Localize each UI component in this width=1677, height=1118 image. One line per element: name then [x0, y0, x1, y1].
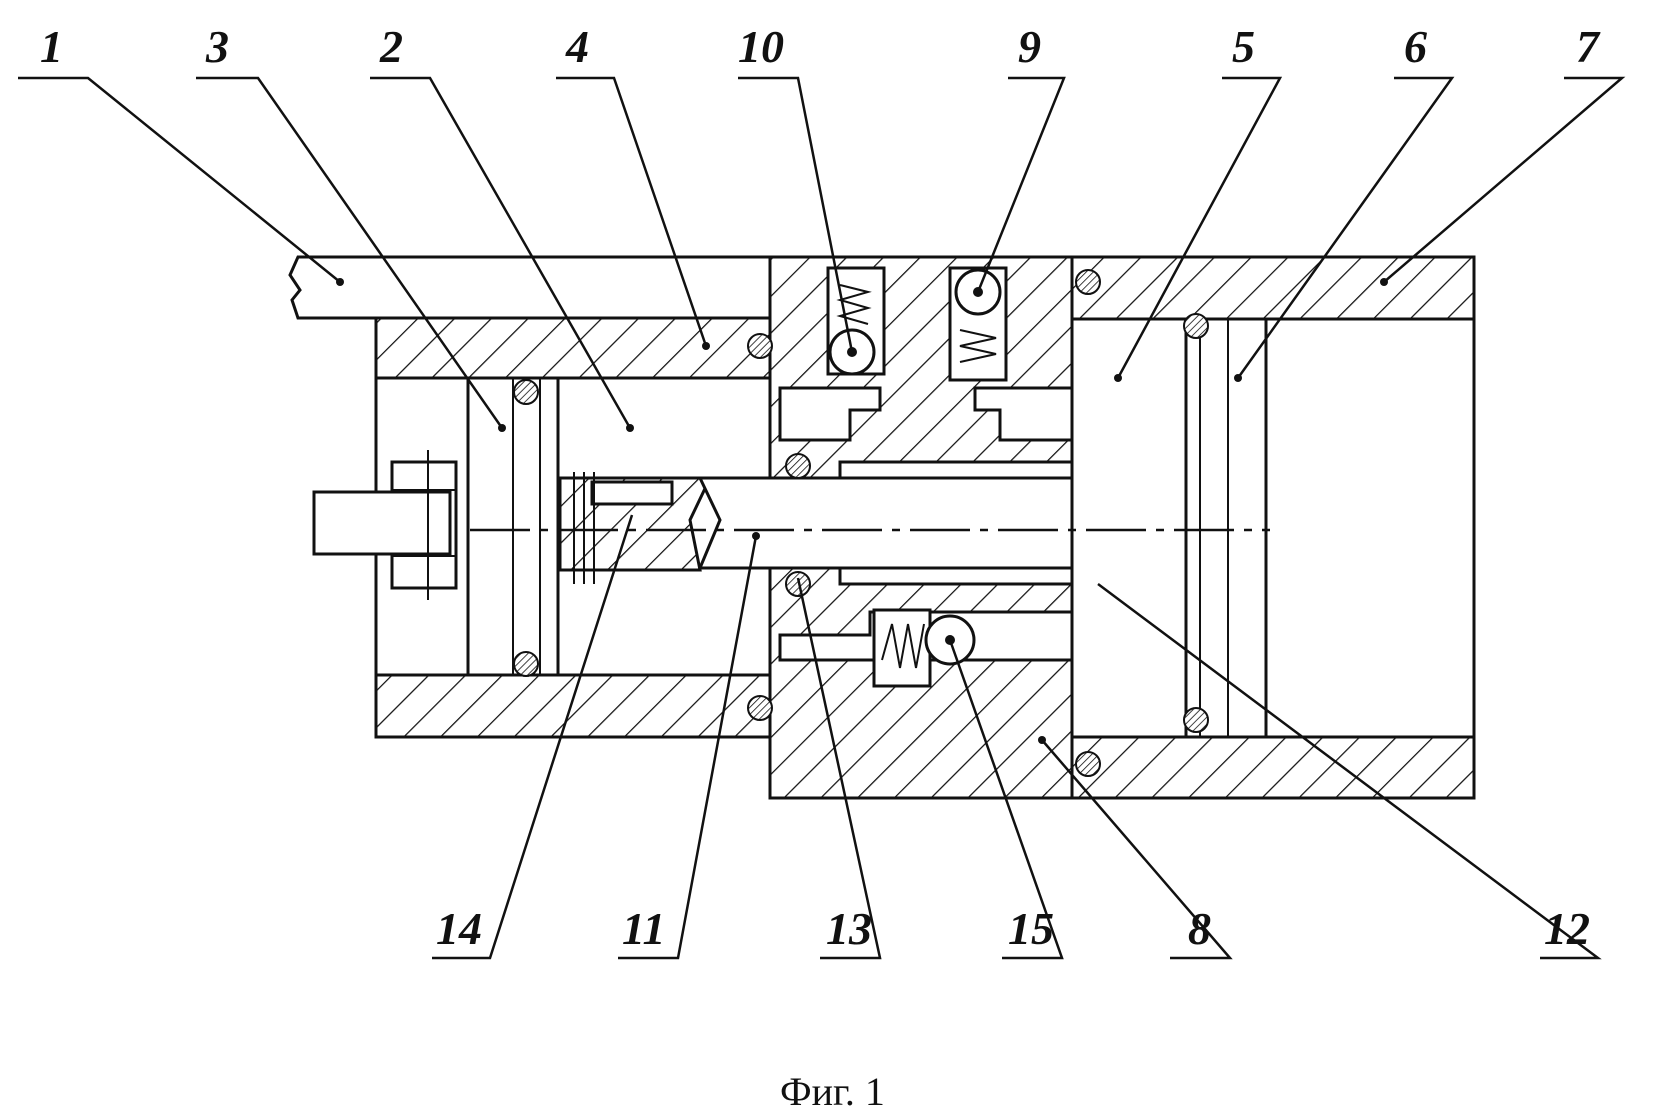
label-5: 5: [1232, 21, 1255, 72]
leader-lines: [18, 76, 1626, 960]
label-3: 3: [205, 21, 229, 72]
valve-body-8: [768, 255, 1074, 800]
label-12: 12: [1544, 903, 1590, 954]
label-8: 8: [1188, 903, 1211, 954]
figure-caption: Фиг. 1: [780, 1069, 885, 1114]
housing-7: [1070, 255, 1476, 800]
sleeve-14: [558, 472, 713, 584]
label-9: 9: [1018, 21, 1041, 72]
label-6: 6: [1404, 21, 1427, 72]
label-7: 7: [1576, 21, 1601, 72]
piston-3: [466, 376, 560, 677]
label-4: 4: [565, 21, 589, 72]
o-rings: [513, 269, 1209, 777]
piston-6: [1184, 317, 1268, 739]
label-2: 2: [379, 21, 403, 72]
rod-1: [288, 255, 772, 320]
label-11: 11: [622, 903, 665, 954]
label-13: 13: [826, 903, 872, 954]
label-10: 10: [738, 21, 784, 72]
label-1: 1: [40, 21, 63, 72]
leader-dots: [336, 278, 1388, 744]
label-14: 14: [436, 903, 482, 954]
left-coupling: [312, 450, 458, 600]
label-15: 15: [1008, 903, 1054, 954]
